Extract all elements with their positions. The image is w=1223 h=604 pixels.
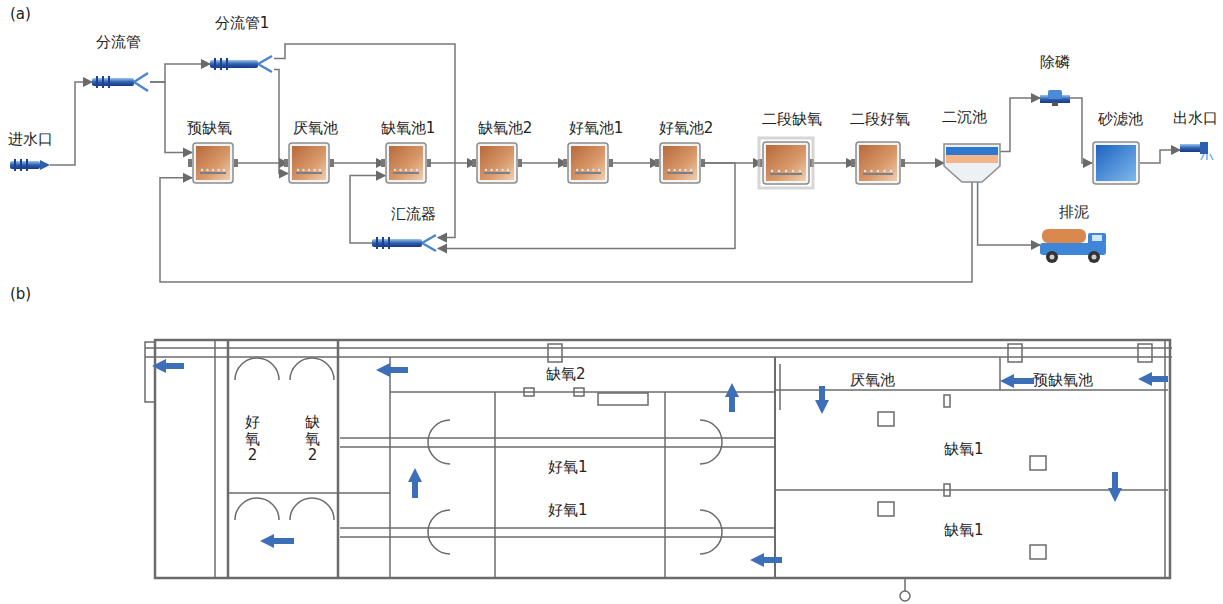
tank-label: 好氧1	[548, 459, 588, 476]
clar-icon: 二沉池	[944, 144, 1000, 182]
tank2-symbol	[762, 141, 810, 185]
tank-icon: 好氧池2	[659, 142, 701, 184]
tank-label: 缺氧2	[546, 366, 586, 383]
tank2-icon: 二段缺氧	[762, 141, 810, 185]
outlet-symbol	[1180, 140, 1210, 160]
flow-connector	[901, 162, 944, 164]
pump-symbol	[1040, 90, 1070, 106]
split-icon: 分流管	[92, 72, 150, 92]
split-symbol	[210, 55, 274, 73]
node-label: 好氧池1	[569, 120, 624, 137]
outlet-icon: 出水口	[1180, 140, 1210, 160]
plan-walls	[145, 340, 1172, 601]
node-label: 预缺氧	[187, 120, 232, 137]
tank-label: 缺氧1	[944, 441, 984, 458]
flow-connector	[160, 178, 972, 282]
flow-connector	[609, 162, 659, 164]
flow-connector	[274, 44, 455, 238]
filter-symbol	[1092, 141, 1140, 185]
tank-icon: 缺氧池1	[385, 142, 427, 184]
node-label: 砂滤池	[1098, 111, 1143, 128]
tank-icon: 好氧池1	[567, 142, 609, 184]
flow-connector	[274, 69, 288, 173]
tank-label: 好氧1	[548, 502, 588, 519]
inlet-icon: 进水口	[10, 155, 50, 175]
node-label: 二段缺氧	[762, 111, 822, 128]
node-label: 进水口	[8, 131, 53, 148]
flow-connector	[427, 162, 476, 164]
tank-label: 缺氧2	[305, 414, 320, 464]
split-icon: 分流管1	[210, 55, 274, 73]
tank-label: 厌氧池	[850, 372, 895, 389]
tank-symbol	[567, 142, 609, 184]
clar-symbol	[944, 144, 1000, 182]
flow-connector	[1140, 150, 1180, 163]
flow-connector	[50, 82, 92, 165]
merge-symbol	[372, 234, 438, 252]
tank-icon: 二段好氧	[855, 141, 901, 185]
node-label: 分流管	[96, 34, 141, 51]
flow-connector	[234, 162, 288, 164]
tank-label: 缺氧1	[944, 522, 984, 539]
node-label: 出水口	[1173, 110, 1218, 127]
node-label: 除磷	[1040, 54, 1070, 71]
pump-icon: 除磷	[1040, 90, 1070, 106]
inlet-symbol	[10, 155, 50, 175]
tank-label: 好氧2	[245, 414, 260, 464]
flow-connector	[330, 162, 385, 164]
node-label: 二沉池	[942, 109, 987, 126]
merge-icon: 汇流器	[372, 234, 438, 252]
tank-symbol	[855, 141, 901, 185]
tank-icon: 预缺氧	[192, 142, 234, 184]
flow-connector	[350, 176, 385, 243]
node-label: 二段好氧	[850, 111, 910, 128]
flow-connector	[1070, 98, 1092, 163]
tank-symbol	[192, 142, 234, 184]
tank-symbol	[385, 142, 427, 184]
node-label: 排泥	[1059, 204, 1089, 221]
tank-label: 预缺氧池	[1033, 372, 1093, 389]
split-symbol	[92, 72, 150, 92]
node-label: 汇流器	[391, 206, 436, 223]
node-label: 缺氧池1	[381, 120, 436, 137]
tank-icon: 厌氧池	[288, 142, 330, 184]
truck-symbol	[1040, 225, 1108, 265]
filter-icon: 砂滤池	[1092, 141, 1140, 185]
flow-connector	[150, 82, 192, 153]
panel-label: (b)	[10, 286, 31, 303]
truck-icon: 排泥	[1040, 225, 1108, 265]
node-label: 缺氧池2	[478, 120, 533, 137]
flow-connector	[978, 182, 1040, 245]
node-label: 好氧池2	[659, 120, 714, 137]
node-label: 分流管1	[215, 15, 270, 32]
tank-symbol	[476, 142, 518, 184]
tank-symbol	[659, 142, 701, 184]
tank-symbol	[288, 142, 330, 184]
flow-connector	[810, 162, 855, 164]
flow-connector	[1000, 98, 1040, 152]
node-label: 厌氧池	[293, 120, 338, 137]
tank-icon: 缺氧池2	[476, 142, 518, 184]
flow-arrows	[152, 359, 1168, 567]
flow-connector	[150, 64, 210, 82]
panel-label: (a)	[10, 6, 31, 23]
flow-connector	[518, 162, 567, 164]
